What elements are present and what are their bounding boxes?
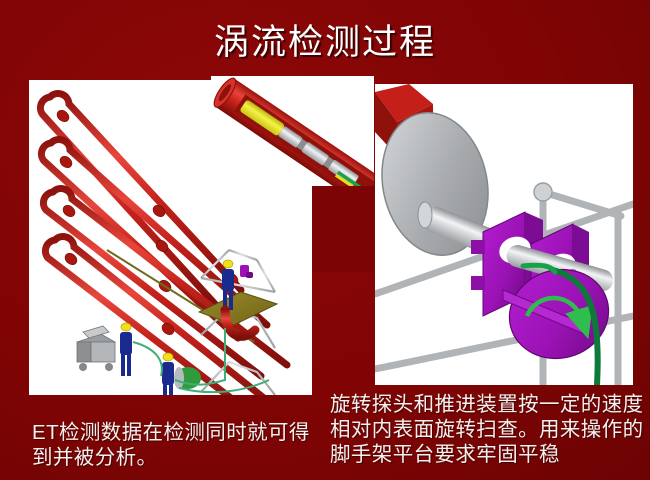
frame-joint-cap (533, 182, 553, 202)
caption-left: ET检测数据在检测同时就可得到并被分析。 (32, 421, 310, 469)
rotating-device-drawing (375, 84, 633, 385)
figure-rotating-probe-device-panel (375, 84, 633, 385)
rotation-direction-arrow (524, 295, 593, 340)
purple-probe-device (240, 265, 253, 278)
worker-on-platform (222, 259, 234, 310)
probe-cable-segment (520, 262, 558, 275)
inlet-elbow-tube (220, 305, 260, 341)
background-mask-block (312, 186, 382, 272)
signal-cable (132, 328, 270, 394)
worker-with-cart (76, 322, 132, 376)
page-title: 涡流检测过程 (213, 23, 436, 62)
probe-cable (550, 267, 601, 385)
tube-row-group (36, 90, 291, 395)
figure-probe-in-tube-inset (211, 76, 374, 206)
probe-cutaway-drawing (211, 76, 374, 206)
caption-right: 旋转探头和推进装置按一定的速度相对内表面旋转扫查。用来操作的脚手架平台要求牢固平… (330, 393, 644, 466)
